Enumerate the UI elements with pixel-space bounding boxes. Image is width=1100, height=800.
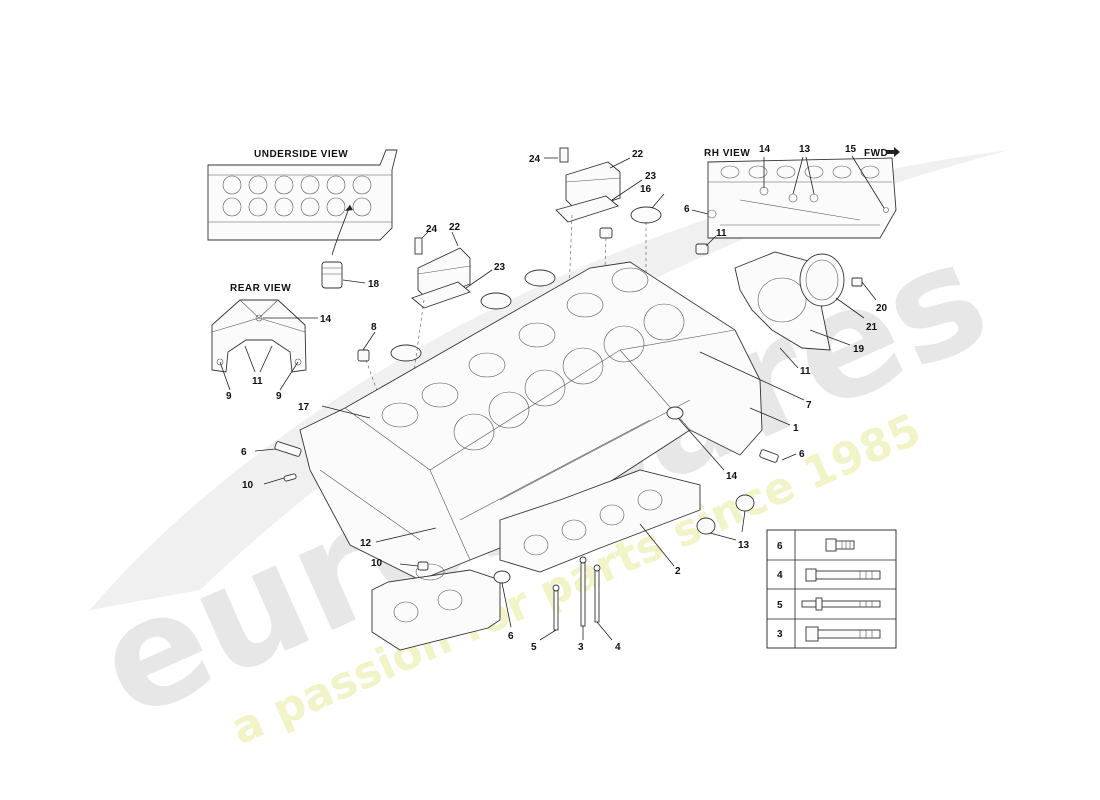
- callout-2: 2: [675, 566, 681, 577]
- callout-22-a: 22: [632, 149, 644, 160]
- callout-22-b: 22: [449, 222, 461, 233]
- watermark-swoosh: [90, 150, 1010, 610]
- callout-11-b: 11: [800, 366, 811, 377]
- callout-10-a: 10: [242, 480, 254, 491]
- callout-15: 15: [845, 144, 857, 155]
- callout-14-rear: 14: [320, 314, 332, 325]
- callout-23-b: 23: [494, 262, 506, 273]
- callout-6-b: 6: [508, 631, 514, 642]
- callout-10-b: 10: [371, 558, 383, 569]
- callout-23-a: 23: [645, 171, 657, 182]
- callout-1: 1: [793, 423, 799, 434]
- fastener-legend: 6 4 5 3: [766, 529, 897, 649]
- callout-24-b: 24: [426, 224, 438, 235]
- callout-5: 5: [531, 642, 537, 653]
- underside-view-inset: UNDERSIDE VIEW 18: [207, 149, 398, 290]
- fwd-arrow-icon: [886, 147, 900, 157]
- legend-row-num-3: 3: [777, 629, 783, 640]
- legend-row-num-1: 4: [777, 570, 783, 581]
- callout-13-b: 13: [738, 540, 750, 551]
- callout-14-b: 14: [726, 471, 738, 482]
- bolt-short-icon: [825, 538, 855, 552]
- bolt-long-icon: [805, 626, 881, 642]
- callout-17: 17: [298, 402, 310, 413]
- upper-parts: 24 22 23 16 11 24 22 23 8: [357, 147, 727, 411]
- underside-view-title: UNDERSIDE VIEW: [254, 149, 348, 160]
- callout-18: 18: [368, 279, 380, 290]
- rear-view-inset: REAR VIEW 14 11 9 9: [211, 283, 332, 402]
- rh-view-inset: RH VIEW FWD 14 13 15 6: [684, 144, 900, 239]
- legend-row-num-0: 6: [777, 541, 783, 552]
- callout-9-a: 9: [226, 391, 232, 402]
- callout-13-rh: 13: [799, 144, 811, 155]
- callout-11-rear: 11: [252, 376, 263, 387]
- stud-flanged-icon: [801, 597, 881, 611]
- callout-11-rh: 11: [716, 228, 727, 239]
- callout-8: 8: [371, 322, 377, 333]
- fwd-label: FWD: [864, 148, 888, 159]
- callout-19: 19: [853, 344, 865, 355]
- callout-21: 21: [866, 322, 878, 333]
- engine-block: 20 21 19 11 7 1 6 14 17 6 10 12: [241, 251, 888, 581]
- callout-4: 4: [615, 642, 621, 653]
- callout-6-rh: 6: [684, 204, 690, 215]
- callout-20: 20: [876, 303, 888, 314]
- stud-long-icon: [805, 568, 881, 582]
- callout-24-a: 24: [529, 154, 541, 165]
- callout-12: 12: [360, 538, 372, 549]
- callout-16: 16: [640, 184, 652, 195]
- callout-7: 7: [806, 400, 812, 411]
- callout-6-c: 6: [799, 449, 805, 460]
- rh-view-title: RH VIEW: [704, 148, 750, 159]
- callout-9-b: 9: [276, 391, 282, 402]
- callout-14-rh: 14: [759, 144, 771, 155]
- legend-row-num-2: 5: [777, 600, 783, 611]
- rear-view-title: REAR VIEW: [230, 283, 291, 294]
- callout-3: 3: [578, 642, 584, 653]
- lower-parts: 2 13 10 6 5 3 4: [371, 469, 755, 653]
- callout-6-a: 6: [241, 447, 247, 458]
